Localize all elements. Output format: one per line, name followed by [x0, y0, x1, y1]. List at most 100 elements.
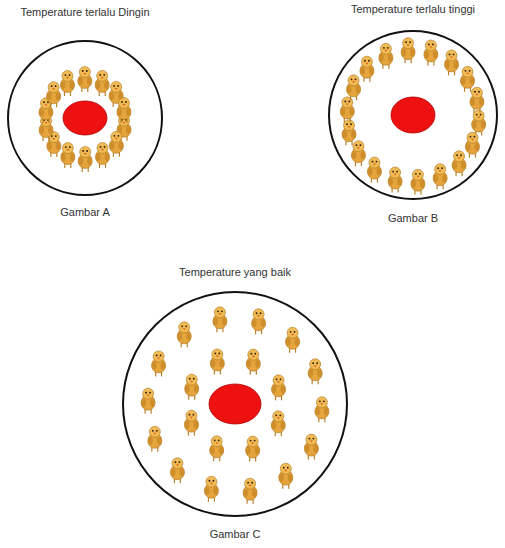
chick-wing: [472, 121, 477, 129]
chick-wing: [246, 447, 251, 455]
chick: [184, 410, 198, 436]
chick-wing: [186, 332, 191, 340]
chick-eye: [189, 414, 191, 416]
chick-wing: [308, 369, 313, 377]
chick-beak: [348, 126, 351, 128]
chick-head: [390, 167, 401, 178]
chick-eye: [409, 41, 411, 43]
chick-eye: [254, 440, 256, 442]
chick: [117, 97, 131, 123]
chick: [315, 397, 329, 423]
chick: [148, 426, 162, 452]
chick-head: [471, 87, 482, 98]
chick: [61, 143, 75, 169]
chick-eye: [437, 167, 439, 169]
chick-eye: [405, 41, 407, 43]
chick-wing: [349, 107, 354, 115]
chick-head: [79, 67, 90, 78]
chick-head: [316, 397, 327, 408]
chick-head: [403, 38, 414, 49]
chick-wing: [470, 77, 475, 85]
chick-beak: [122, 104, 125, 106]
chick-eye: [470, 136, 472, 138]
chick-head: [111, 81, 122, 92]
chick: [177, 322, 191, 348]
chick-head: [342, 97, 353, 108]
chick: [60, 71, 74, 97]
chick: [424, 40, 438, 66]
brooder-circle: Temperature terlalu DinginGambar A: [7, 5, 163, 221]
brooder-ring: [8, 41, 162, 195]
chick-wing: [271, 421, 276, 429]
chick-eye: [364, 60, 366, 62]
chick-head: [186, 374, 197, 385]
chick-head: [253, 309, 264, 320]
chick-eye: [179, 461, 181, 463]
chick-wing: [369, 67, 374, 75]
chick-beak: [176, 464, 179, 466]
chick-wing: [324, 407, 329, 415]
chick-wing: [161, 361, 166, 369]
chick-eye: [55, 135, 57, 137]
chick-eye: [287, 467, 289, 469]
chick: [279, 463, 293, 489]
chick-beak: [477, 117, 480, 119]
chick-head: [344, 120, 355, 131]
chick-beak: [251, 443, 254, 445]
chick-wing: [69, 81, 74, 89]
chick-head: [62, 143, 73, 154]
chick-wing: [60, 81, 65, 89]
chick-wing: [39, 108, 44, 116]
chick-beak: [450, 56, 453, 58]
chick-eye: [456, 154, 458, 156]
chick-eye: [99, 74, 101, 76]
chick-eye: [476, 114, 478, 116]
chick-head: [287, 327, 298, 338]
chick-eye: [260, 312, 262, 314]
chick-wing: [48, 108, 53, 116]
chick-eye: [213, 480, 215, 482]
chick-beak: [216, 355, 219, 357]
chick-wing: [222, 317, 227, 325]
chick-wing: [304, 445, 309, 453]
chick-eye: [181, 325, 183, 327]
chick-wing: [126, 108, 131, 116]
chick-eye: [217, 310, 219, 312]
chick-eye: [316, 362, 318, 364]
chick-head: [153, 351, 164, 362]
chick-head: [245, 478, 256, 489]
chick-eye: [152, 430, 154, 432]
chick-beak: [357, 147, 360, 149]
chick-eye: [86, 150, 88, 152]
chick-eye: [308, 438, 310, 440]
chick-wing: [315, 407, 320, 415]
chick-wing: [461, 161, 466, 169]
chick: [360, 56, 374, 82]
chick-eye: [280, 378, 282, 380]
chick-beak: [458, 157, 461, 159]
chick-eye: [218, 353, 220, 355]
chick-eye: [69, 74, 71, 76]
brooder-contents: [340, 38, 485, 195]
chick-eye: [360, 144, 362, 146]
chick-wing: [109, 92, 114, 100]
chick-wing: [105, 153, 110, 161]
chick-wing: [109, 142, 114, 150]
heater: [209, 384, 261, 424]
chick: [47, 82, 61, 108]
chick-wing: [481, 121, 486, 129]
chick-wing: [388, 178, 393, 186]
chick-beak: [52, 88, 55, 90]
circle-outline-layer: [328, 2, 498, 227]
chick-wing: [474, 143, 479, 151]
chick-head: [369, 157, 380, 168]
chick: [342, 120, 356, 146]
chick-head: [273, 375, 284, 386]
figure-caption: Gambar B: [328, 211, 498, 225]
circle-heading: Temperature terlalu tinggi: [328, 2, 498, 16]
chick-wing: [255, 447, 260, 455]
chick-head: [111, 131, 122, 142]
chick: [445, 50, 459, 76]
chick-eye: [117, 85, 119, 87]
chick-beak: [215, 442, 218, 444]
